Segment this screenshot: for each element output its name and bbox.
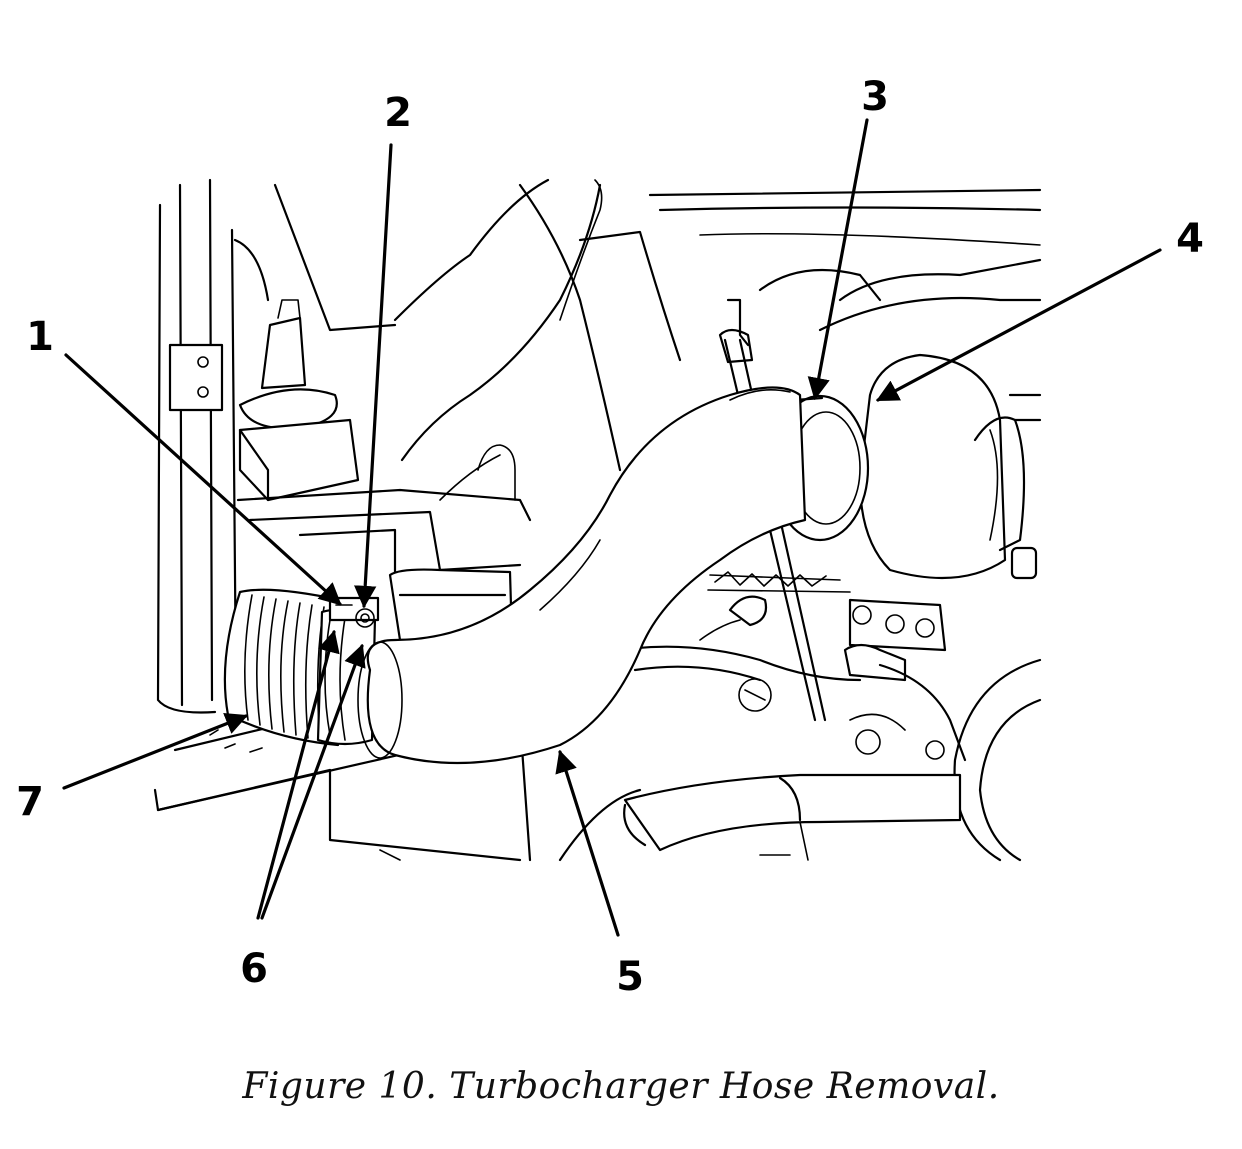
leader-3	[807, 118, 869, 401]
leader-5	[555, 749, 620, 937]
leader-7	[62, 713, 249, 790]
leader-2	[353, 143, 393, 609]
callout-6: 6	[240, 946, 268, 992]
callout-1: 1	[26, 314, 54, 360]
callout-4: 4	[1176, 216, 1204, 262]
leader-6a	[256, 629, 340, 920]
callout-3: 3	[861, 74, 889, 120]
leader-4	[876, 248, 1162, 402]
callout-leaders	[62, 118, 1162, 937]
leader-6b	[260, 643, 366, 920]
engine-compartment-drawing	[153, 178, 1042, 862]
figure-caption: Figure 10. Turbocharger Hose Removal.	[242, 1066, 1000, 1107]
callout-7: 7	[16, 779, 44, 825]
callout-5: 5	[616, 954, 644, 1000]
leader-1	[64, 353, 342, 606]
callout-labels: 1 2 3 4 5 6 7	[16, 74, 1204, 1000]
callout-2: 2	[384, 90, 412, 136]
